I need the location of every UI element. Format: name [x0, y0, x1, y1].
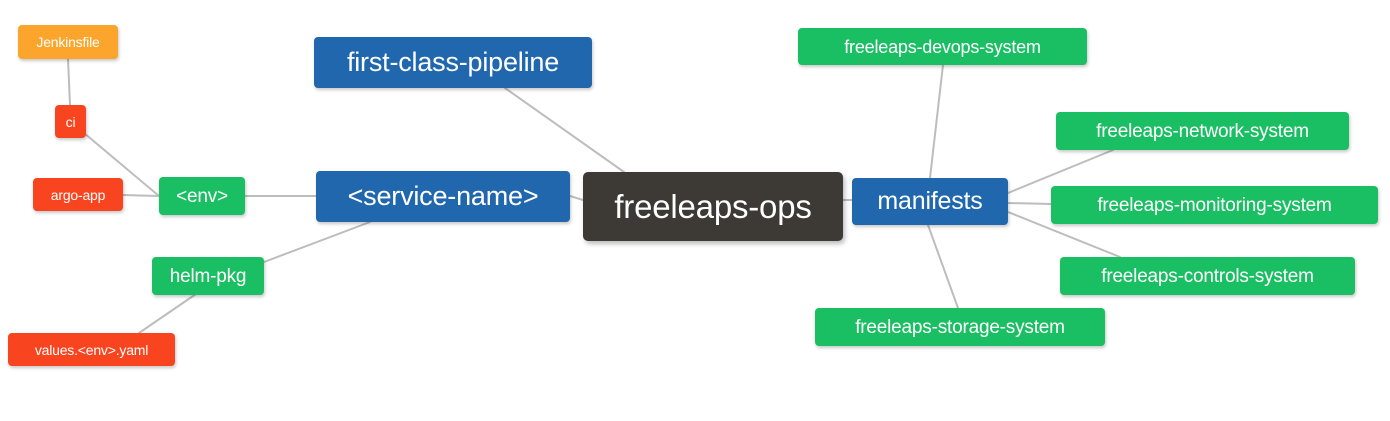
- mindmap-node-values-yaml[interactable]: values.<env>.yaml: [8, 333, 175, 366]
- edge-helm-pkg-to-service-name: [263, 221, 371, 263]
- mindmap-node-helm-pkg[interactable]: helm-pkg: [152, 257, 264, 295]
- mindmap-node-freeleaps-controls-system[interactable]: freeleaps-controls-system: [1060, 257, 1355, 295]
- mindmap-node-jenkinsfile[interactable]: Jenkinsfile: [18, 25, 118, 59]
- edge-manifests-to-freeleaps-storage-system: [927, 224, 959, 309]
- mindmap-node-freeleaps-devops-system[interactable]: freeleaps-devops-system: [798, 28, 1087, 65]
- mindmap-node-freeleaps-network-system[interactable]: freeleaps-network-system: [1056, 112, 1349, 150]
- mindmap-node-freeleaps-ops[interactable]: freeleaps-ops: [583, 172, 843, 241]
- mindmap-node-manifests[interactable]: manifests: [852, 178, 1008, 225]
- edge-values-yaml-to-helm-pkg: [138, 293, 197, 334]
- mindmap-node-freeleaps-monitoring-system[interactable]: freeleaps-monitoring-system: [1051, 186, 1378, 224]
- mindmap-node-argo-app[interactable]: argo-app: [33, 178, 123, 211]
- edge-manifests-to-freeleaps-devops-system: [929, 64, 944, 179]
- edge-manifests-to-freeleaps-monitoring-system: [1007, 202, 1052, 205]
- edge-argo-app-to-env: [122, 194, 160, 197]
- edge-jenkinsfile-to-ci: [67, 58, 71, 106]
- edge-first-class-pipeline-to-freeleaps-ops: [504, 87, 625, 173]
- edge-service-name-to-freeleaps-ops: [569, 195, 584, 201]
- mindmap-node-first-class-pipeline[interactable]: first-class-pipeline: [314, 37, 592, 88]
- mindmap-node-service-name[interactable]: <service-name>: [316, 171, 570, 222]
- mindmap-node-env[interactable]: <env>: [159, 177, 245, 215]
- mindmap-node-ci[interactable]: ci: [55, 105, 86, 138]
- mindmap-node-freeleaps-storage-system[interactable]: freeleaps-storage-system: [815, 308, 1105, 346]
